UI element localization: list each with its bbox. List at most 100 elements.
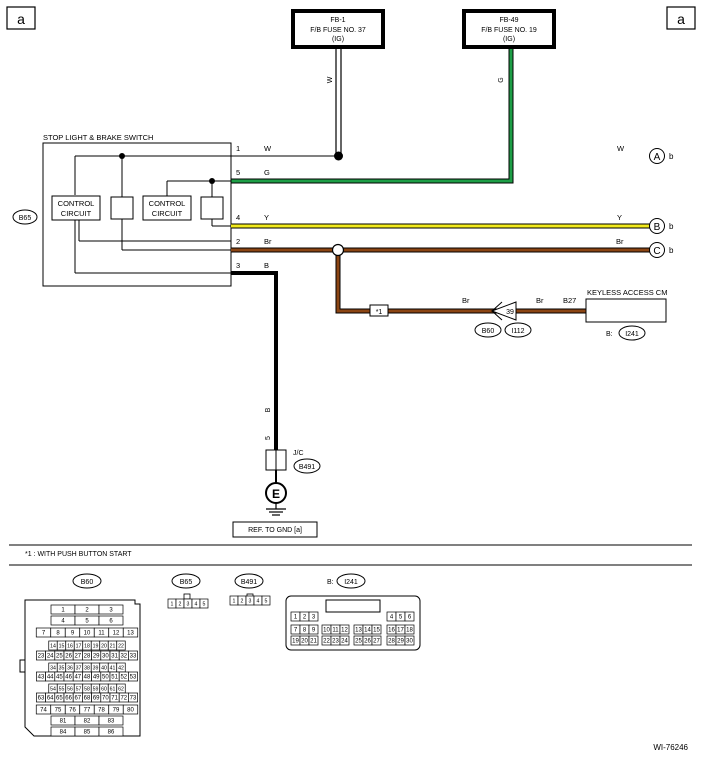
b60-pin-label: 14 bbox=[50, 644, 56, 650]
switch-junction-1 bbox=[119, 153, 125, 159]
ground-icon bbox=[266, 503, 286, 516]
b60-pin-label: 17 bbox=[76, 644, 82, 650]
b60-pin-label: 30 bbox=[102, 654, 109, 660]
i241-view-label: I241 bbox=[344, 579, 358, 586]
b491-pin-label: 4 bbox=[257, 599, 260, 605]
i241-pin-label: 13 bbox=[355, 628, 362, 634]
ref-to-gnd-label: REF. TO GND [a] bbox=[248, 527, 302, 534]
keyless-connector-prefix: B: bbox=[606, 331, 613, 338]
b60-pin-label: 57 bbox=[76, 687, 82, 693]
b60-pin-label: 64 bbox=[47, 696, 54, 702]
b60-pin-cell bbox=[98, 715, 124, 726]
keyless-connector-oval bbox=[618, 325, 646, 341]
b60-pin-label: 26 bbox=[65, 654, 72, 660]
i241-pin-cell bbox=[339, 635, 350, 646]
b60-pin-label: 2 bbox=[85, 608, 89, 614]
connector-39-pin: 39 bbox=[506, 309, 514, 316]
b60-pin-label: 56 bbox=[67, 687, 73, 693]
b65-pin-label: 2 bbox=[179, 602, 182, 608]
branch-code-left: Br bbox=[462, 296, 470, 305]
b60-pin-label: 8 bbox=[56, 631, 60, 637]
b65-pin-label: 1 bbox=[171, 602, 174, 608]
pin-1: 1 bbox=[236, 144, 240, 153]
keyless-pin-code: B27 bbox=[563, 296, 576, 305]
ref-a-label: A bbox=[654, 152, 661, 163]
b491-pin-label: 2 bbox=[241, 599, 244, 605]
b491-view-label: B491 bbox=[241, 579, 257, 586]
b60-pin-label: 79 bbox=[113, 708, 120, 714]
control-circuit-1 bbox=[51, 195, 101, 221]
fuse-fb1-line2: F/B FUSE NO. 37 bbox=[310, 27, 366, 34]
b60-pin-label: 75 bbox=[55, 708, 62, 714]
b60-pin-label: 29 bbox=[93, 654, 100, 660]
b60-pin-cell bbox=[98, 604, 124, 615]
b60-pin-label: 15 bbox=[59, 644, 65, 650]
i241-pin-label: 21 bbox=[310, 639, 317, 645]
connector-b60-oval bbox=[474, 322, 502, 338]
b60-pin-label: 69 bbox=[93, 696, 100, 702]
b60-pin-label: 66 bbox=[65, 696, 72, 702]
b60-pin-cell bbox=[98, 726, 124, 737]
b60-pin-label: 49 bbox=[93, 675, 100, 681]
b60-pin-label: 71 bbox=[111, 696, 118, 702]
wire-4-code: Y bbox=[264, 213, 269, 222]
i241-pin-label: 20 bbox=[301, 639, 308, 645]
ground-pin: 5 bbox=[265, 436, 272, 440]
ground-ref-label: E bbox=[272, 487, 280, 501]
b60-pin-label: 52 bbox=[120, 675, 127, 681]
pin-2: 2 bbox=[236, 237, 240, 246]
b60-pin-label: 51 bbox=[111, 675, 118, 681]
fuse-fb1-line1: FB-1 bbox=[330, 17, 345, 24]
switch-body bbox=[42, 142, 232, 287]
wire-4-end-code: Y bbox=[617, 213, 622, 222]
branch-code-right: Br bbox=[536, 296, 544, 305]
b60-pin-label: 61 bbox=[110, 687, 116, 693]
i241-pin-label: 18 bbox=[406, 628, 413, 634]
i241-pin-label: 8 bbox=[303, 628, 307, 634]
connector-39-symbol bbox=[490, 301, 517, 321]
wire-1-end-code: W bbox=[617, 144, 625, 153]
connector-b60-label: B60 bbox=[482, 328, 495, 335]
control-circuit-1-line2: CIRCUIT bbox=[61, 209, 92, 218]
b60-pin-label: 21 bbox=[110, 644, 116, 650]
control-circuit-1-line1: CONTROL bbox=[58, 199, 95, 208]
b60-pin-cell bbox=[128, 671, 138, 682]
b60-pin-cell bbox=[122, 704, 139, 715]
i241-pin-label: 26 bbox=[364, 639, 371, 645]
fuse-fb49-line1: FB-49 bbox=[499, 17, 518, 24]
b60-pin-label: 58 bbox=[84, 687, 90, 693]
b60-pin-label: 44 bbox=[47, 675, 54, 681]
switch-internal-wiring bbox=[74, 155, 231, 274]
i241-pin-cell bbox=[308, 635, 319, 646]
b60-pin-label: 11 bbox=[98, 631, 105, 637]
i241-pin-label: 30 bbox=[406, 639, 413, 645]
b60-pin-label: 67 bbox=[74, 696, 81, 702]
wire-fb1-w bbox=[334, 49, 343, 161]
splice-point bbox=[331, 243, 345, 257]
ref-a-suffix: b bbox=[669, 152, 674, 161]
ground-wire-code: B bbox=[265, 407, 272, 412]
b60-pin-label: 50 bbox=[102, 675, 109, 681]
i241-pin-label: 19 bbox=[292, 639, 299, 645]
ref-b-label: B bbox=[654, 222, 661, 233]
b60-pin-label: 7 bbox=[42, 631, 46, 637]
b60-pin-label: 20 bbox=[101, 644, 107, 650]
b60-pin-label: 10 bbox=[84, 631, 91, 637]
b60-pin-label: 62 bbox=[118, 687, 124, 693]
i241-pin-label: 6 bbox=[408, 615, 412, 621]
i241-pin-label: 16 bbox=[388, 628, 395, 634]
i241-pin-label: 10 bbox=[323, 628, 330, 634]
b60-pin-label: 46 bbox=[65, 675, 72, 681]
b60-pin-label: 27 bbox=[74, 654, 81, 660]
i241-pin-cell bbox=[371, 635, 382, 646]
b65-pin-label: 3 bbox=[187, 602, 190, 608]
b60-pin-label: 78 bbox=[98, 708, 105, 714]
fuse-fb1-line3: (IG) bbox=[332, 36, 344, 43]
b60-pin-label: 4 bbox=[61, 619, 65, 625]
i241-pin-cell bbox=[339, 624, 350, 635]
wire-3-code: B bbox=[264, 261, 269, 270]
pin-4: 4 bbox=[236, 213, 240, 222]
note-marker: *1 bbox=[376, 309, 383, 316]
